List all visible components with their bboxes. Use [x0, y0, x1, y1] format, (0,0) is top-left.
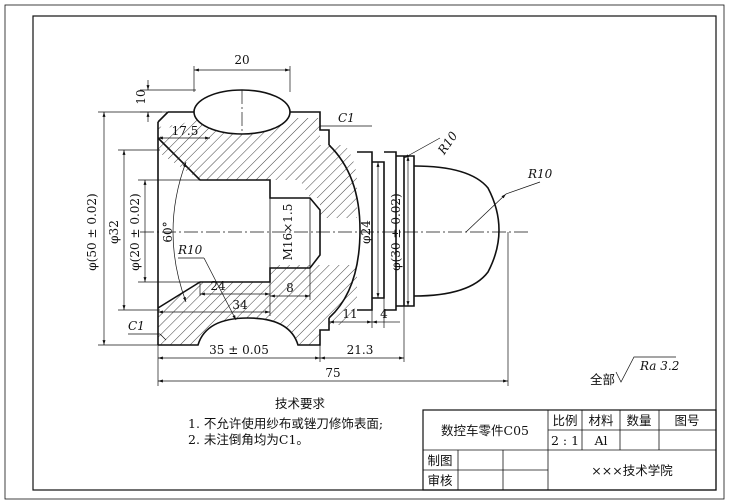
outer-border	[4, 4, 725, 500]
svg-text:10: 10	[134, 89, 148, 104]
svg-text:21.3: 21.3	[347, 343, 374, 357]
dim-75: 75	[158, 366, 508, 383]
surface-roughness-note: 全部 Ra 3.2	[590, 356, 679, 387]
svg-text:24: 24	[210, 279, 226, 293]
dim-17-5: 17.5	[158, 124, 210, 140]
svg-text:M16×1.5: M16×1.5	[281, 204, 295, 261]
dim-24-8-34: 24 8 34	[158, 268, 311, 316]
svg-text:4: 4	[380, 307, 388, 321]
svg-text:1. 不允许使用纱布或锉刀修饰表面;: 1. 不允许使用纱布或锉刀修饰表面;	[188, 416, 383, 431]
dim-angle-60: 60°	[161, 161, 187, 303]
svg-text:Ra 3.2: Ra 3.2	[639, 359, 679, 373]
svg-text:φ32: φ32	[107, 220, 121, 244]
svg-text:R10: R10	[527, 167, 553, 181]
svg-text:制图: 制图	[427, 453, 452, 468]
svg-text:φ(20 ± 0.02): φ(20 ± 0.02)	[128, 193, 142, 270]
dim-c1-left: C1	[128, 319, 167, 341]
dim-dia-32: φ32	[107, 149, 160, 311]
dim-dia-24: φ24	[359, 162, 380, 298]
technical-requirements: 技术要求 1. 不允许使用纱布或锉刀修饰表面; 2. 未注倒角均为C1。	[188, 396, 383, 447]
section-hatch-lower	[158, 265, 357, 345]
svg-text:60°: 60°	[161, 221, 175, 242]
svg-text:φ(30 ± 0.02): φ(30 ± 0.02)	[389, 193, 403, 270]
svg-text:2. 未注倒角均为C1。: 2. 未注倒角均为C1。	[188, 432, 309, 447]
svg-text:75: 75	[325, 366, 340, 380]
dim-r10-right: R10	[465, 167, 553, 233]
svg-text:20: 20	[234, 53, 249, 67]
svg-text:技术要求: 技术要求	[275, 396, 326, 411]
svg-text:11: 11	[342, 307, 357, 321]
school-name: ×××技术学院	[591, 463, 673, 478]
svg-text:材料: 材料	[588, 413, 614, 428]
svg-text:φ(50 ± 0.02): φ(50 ± 0.02)	[85, 193, 99, 270]
svg-text:数量: 数量	[626, 413, 651, 428]
dim-c1-top: C1	[320, 111, 372, 127]
dim-11-4: 11 4	[328, 298, 400, 328]
svg-text:φ24: φ24	[359, 220, 373, 244]
svg-text:Al: Al	[593, 433, 607, 448]
svg-text:比例: 比例	[552, 413, 577, 428]
title-block: 数控车零件C05 比例 材料 数量 图号 2 : 1 Al 制图 审核 ×××技…	[422, 409, 717, 491]
part-name: 数控车零件C05	[441, 423, 529, 438]
dim-dia-30: φ(30 ± 0.02)	[389, 156, 410, 306]
dim-dia-50: φ(50 ± 0.02)	[85, 111, 162, 346]
svg-text:2 : 1: 2 : 1	[551, 433, 579, 448]
svg-text:34: 34	[232, 298, 248, 312]
section-hatch-upper	[158, 118, 357, 218]
dim-r10-top: R10	[403, 129, 461, 159]
svg-text:审核: 审核	[427, 473, 453, 488]
svg-text:C1: C1	[128, 319, 145, 333]
svg-text:图号: 图号	[674, 413, 699, 428]
dim-35-21-3: 35 ± 0.05 21.3	[157, 232, 509, 386]
svg-text:8: 8	[286, 281, 294, 295]
svg-text:R10: R10	[177, 243, 203, 257]
dim-r10-left: R10	[177, 243, 237, 321]
svg-text:C1: C1	[338, 111, 355, 125]
svg-text:17.5: 17.5	[172, 124, 199, 138]
dim-20: 20	[193, 53, 291, 92]
dim-dia-20: φ(20 ± 0.02)	[128, 179, 200, 283]
inner-frame	[32, 15, 717, 491]
svg-text:全部: 全部	[590, 372, 615, 387]
svg-text:35 ± 0.05: 35 ± 0.05	[209, 343, 269, 357]
dim-thread: M16×1.5	[281, 204, 295, 261]
svg-text:R10: R10	[435, 129, 461, 158]
